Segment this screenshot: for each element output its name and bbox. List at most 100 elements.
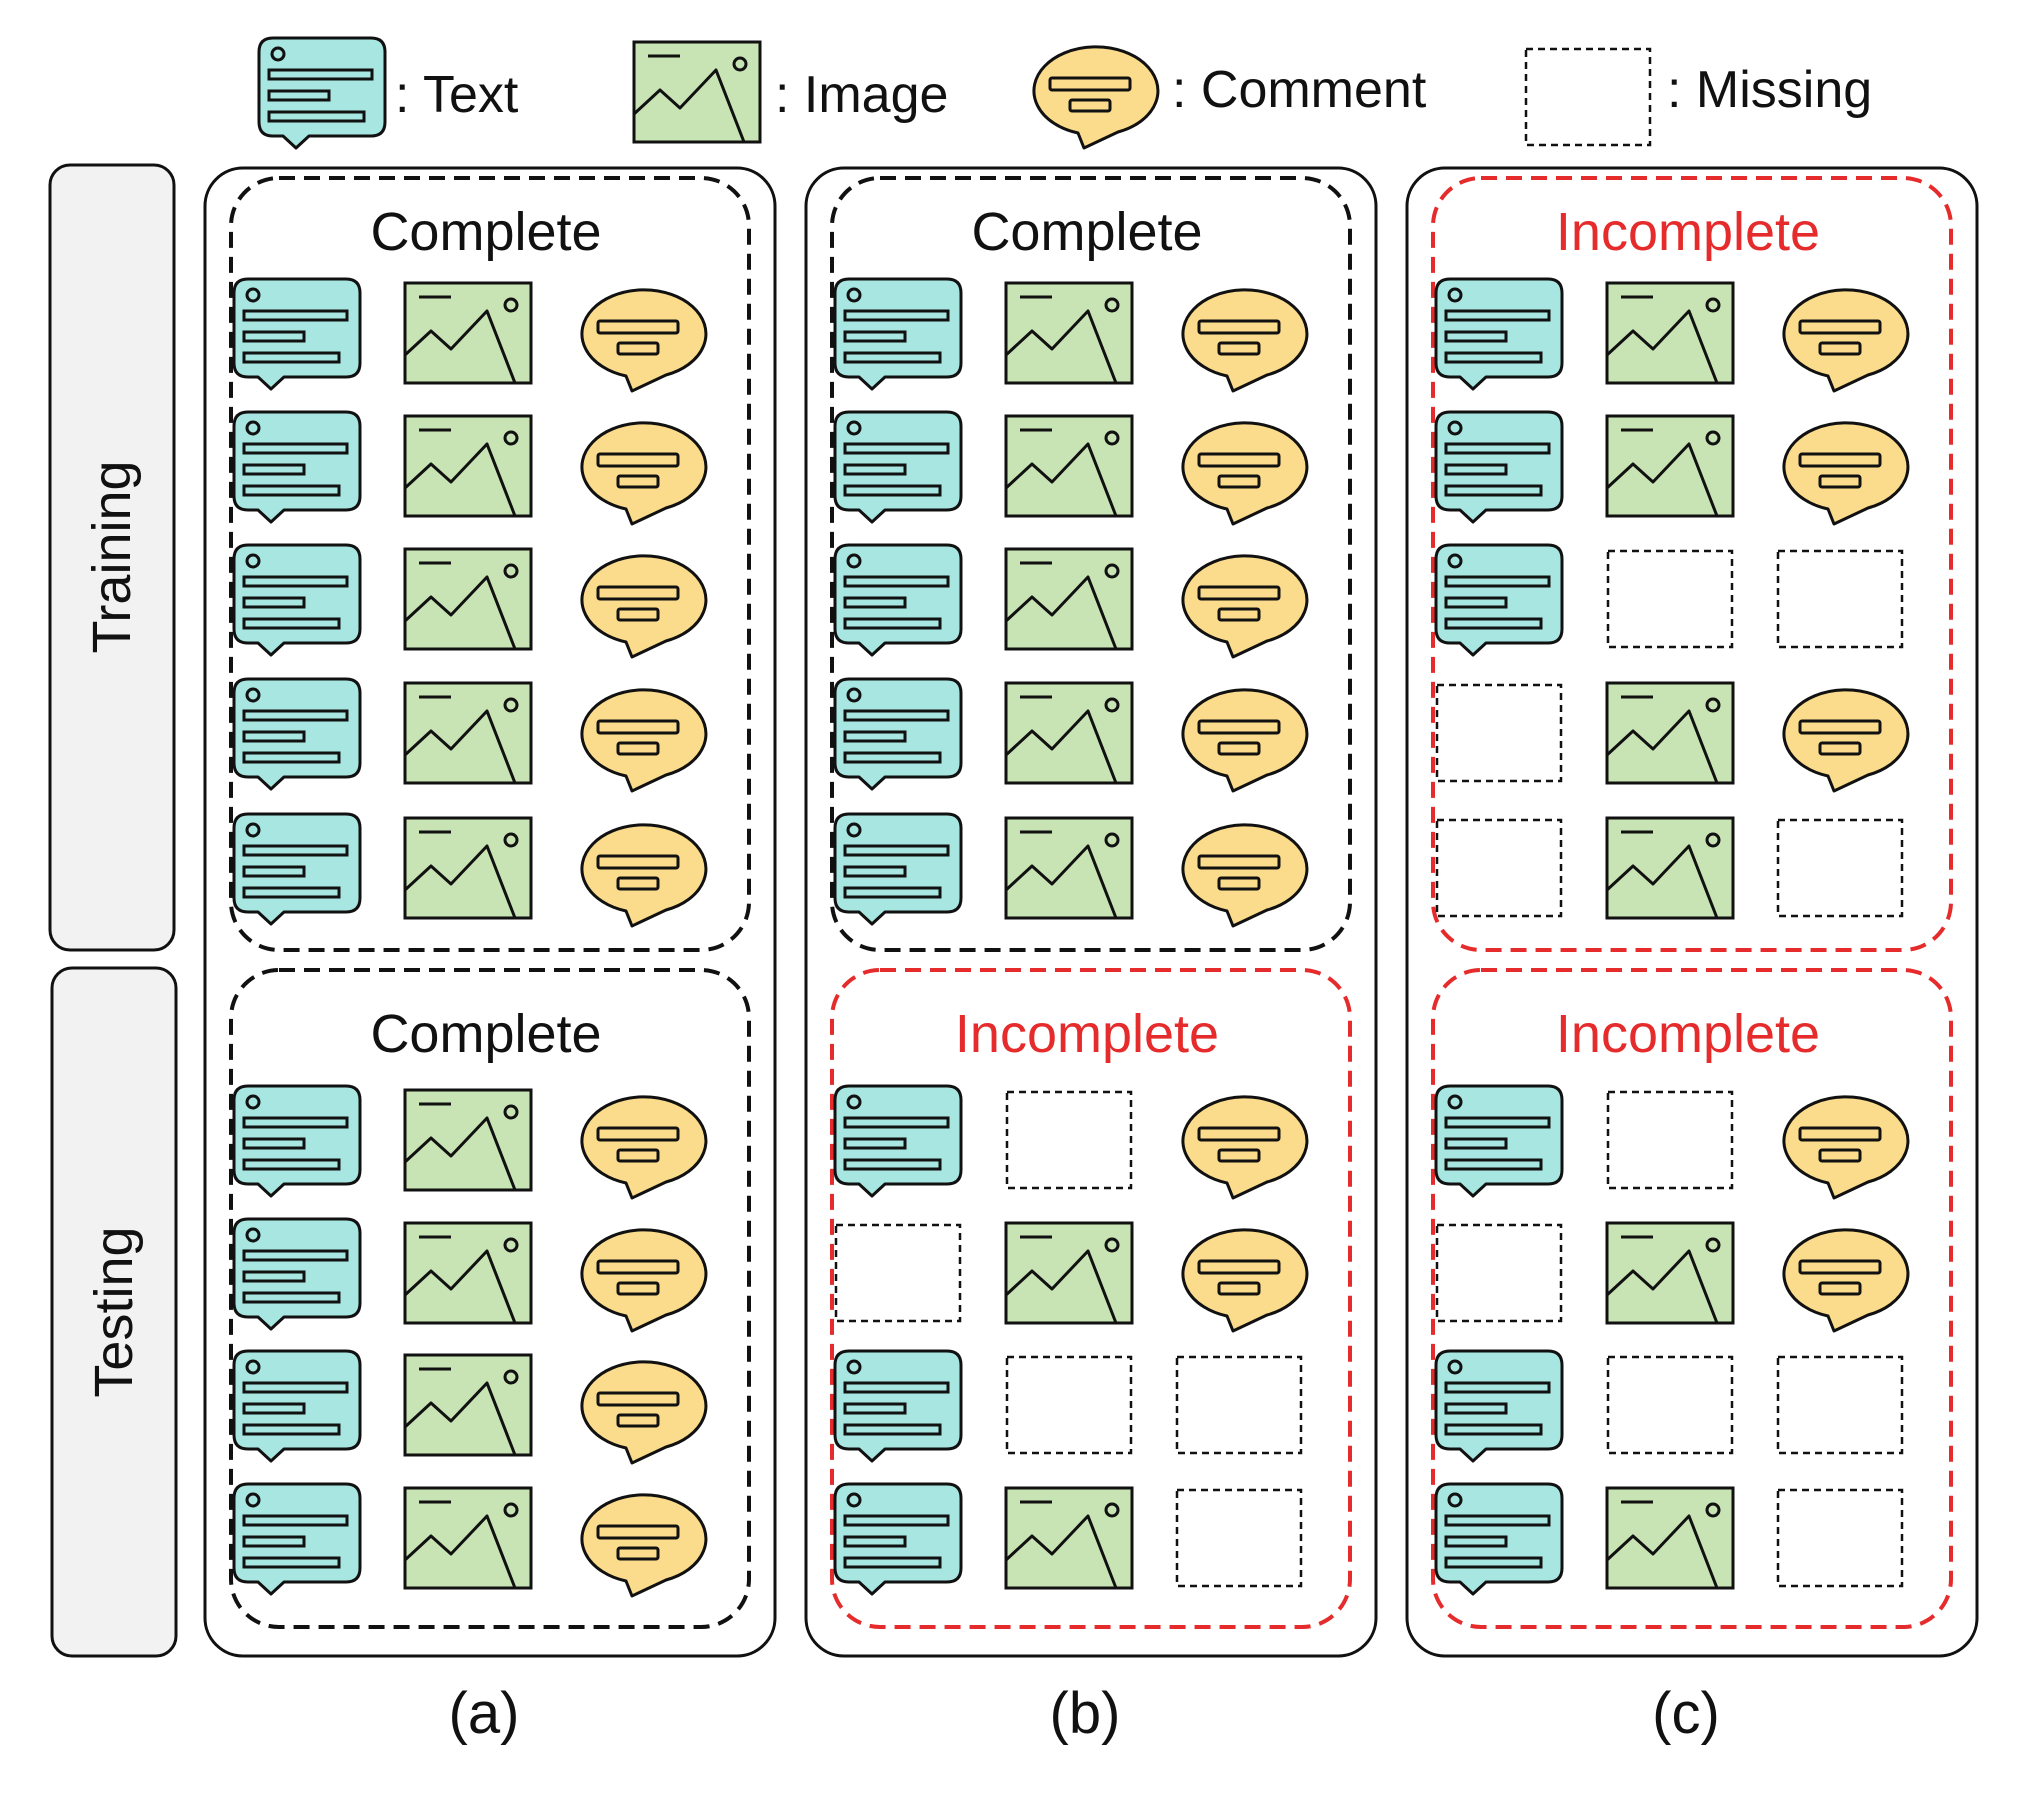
missing-icon <box>1435 683 1563 783</box>
panel-caption: (b) <box>1050 1681 1121 1746</box>
image-icon <box>1605 681 1735 785</box>
group-status-label: Complete <box>370 1004 601 1064</box>
sample-row <box>232 1217 708 1333</box>
image-icon <box>1004 547 1134 651</box>
sample-row <box>232 410 708 526</box>
text-icon <box>1434 410 1564 524</box>
missing-icon <box>1435 818 1563 918</box>
missing-icon <box>1606 1090 1734 1190</box>
panel-frame <box>1405 166 1979 1658</box>
sample-row <box>1434 1482 1904 1596</box>
text-icon <box>833 277 963 391</box>
text-icon <box>232 1217 362 1331</box>
training-label: Training <box>82 460 142 653</box>
comment-icon <box>1782 288 1910 393</box>
testing-group: Incomplete <box>830 968 1352 1629</box>
group-status-label: Complete <box>971 202 1202 262</box>
sample-row <box>833 277 1309 393</box>
comment-icon <box>580 421 708 526</box>
text-icon <box>232 1349 362 1463</box>
text-icon <box>1434 543 1564 657</box>
image-icon <box>403 414 533 518</box>
text-icon <box>833 410 963 524</box>
image-icon <box>1605 1486 1735 1590</box>
comment-icon <box>580 1228 708 1333</box>
legend-image-label: : Image <box>775 66 948 124</box>
image-icon <box>403 547 533 651</box>
sample-row <box>232 1482 708 1598</box>
sample-row <box>1434 1084 1910 1200</box>
sample-row <box>834 1221 1309 1333</box>
training-group: Complete <box>229 176 751 952</box>
sample-row <box>833 1084 1309 1200</box>
text-icon <box>833 677 963 791</box>
legend-text-label: : Text <box>395 66 519 124</box>
sample-row <box>833 410 1309 526</box>
testing-label: Testing <box>84 1226 144 1397</box>
comment-icon <box>1782 421 1910 526</box>
training-group: Incomplete <box>1431 176 1953 952</box>
image-icon <box>1605 1221 1735 1325</box>
sample-row <box>232 677 708 793</box>
group-frame <box>1431 176 1953 952</box>
image-icon <box>403 816 533 920</box>
comment-icon <box>580 1095 708 1200</box>
image-icon <box>1605 281 1735 385</box>
missing-icon <box>1524 47 1652 147</box>
text-icon <box>833 543 963 657</box>
sample-row <box>1435 816 1904 920</box>
sample-row <box>1435 1221 1910 1333</box>
legend: : Text : Image : Comment : Missing <box>257 36 1872 150</box>
image-icon <box>1004 281 1134 385</box>
image-icon <box>1004 681 1134 785</box>
phase-label-testing: Testing <box>50 966 178 1658</box>
sample-row <box>1434 543 1904 657</box>
comment-icon <box>1181 554 1309 659</box>
image-icon <box>1004 816 1134 920</box>
sample-row <box>833 1349 1303 1463</box>
group-frame <box>1431 968 1953 1629</box>
sample-row <box>232 1084 708 1200</box>
comment-icon <box>1181 1095 1309 1200</box>
phase-label-training: Training <box>48 163 176 952</box>
group-frame <box>229 968 751 1629</box>
training-group: Complete <box>830 176 1352 952</box>
sample-row <box>833 812 1309 928</box>
image-icon <box>403 1353 533 1457</box>
missing-icon <box>1776 1488 1904 1588</box>
missing-icon <box>1606 549 1734 649</box>
text-icon <box>232 277 362 391</box>
panel-frame <box>203 166 777 1658</box>
comment-icon <box>1032 45 1160 150</box>
panel-caption: (a) <box>449 1681 520 1746</box>
group-status-label: Incomplete <box>1556 1004 1820 1064</box>
image-icon <box>1605 414 1735 518</box>
image-icon <box>403 1088 533 1192</box>
text-icon <box>1434 277 1564 391</box>
text-icon <box>232 1084 362 1198</box>
sample-row <box>1434 410 1910 526</box>
missing-icon <box>1005 1355 1133 1455</box>
missing-icon <box>1175 1355 1303 1455</box>
text-icon <box>833 1482 963 1596</box>
sample-row <box>232 812 708 928</box>
testing-group: Incomplete <box>1431 968 1953 1629</box>
image-icon <box>1004 414 1134 518</box>
image-icon <box>1004 1221 1134 1325</box>
comment-icon <box>580 823 708 928</box>
image-icon <box>632 40 762 144</box>
image-icon <box>403 281 533 385</box>
sample-row <box>1434 277 1910 393</box>
missing-icon <box>1005 1090 1133 1190</box>
testing-group: Complete <box>229 968 751 1629</box>
image-icon <box>1605 816 1735 920</box>
comment-icon <box>580 554 708 659</box>
comment-icon <box>1181 1228 1309 1333</box>
text-icon <box>232 812 362 926</box>
comment-icon <box>1181 823 1309 928</box>
image-icon <box>1004 1486 1134 1590</box>
sample-row <box>1434 1349 1904 1463</box>
